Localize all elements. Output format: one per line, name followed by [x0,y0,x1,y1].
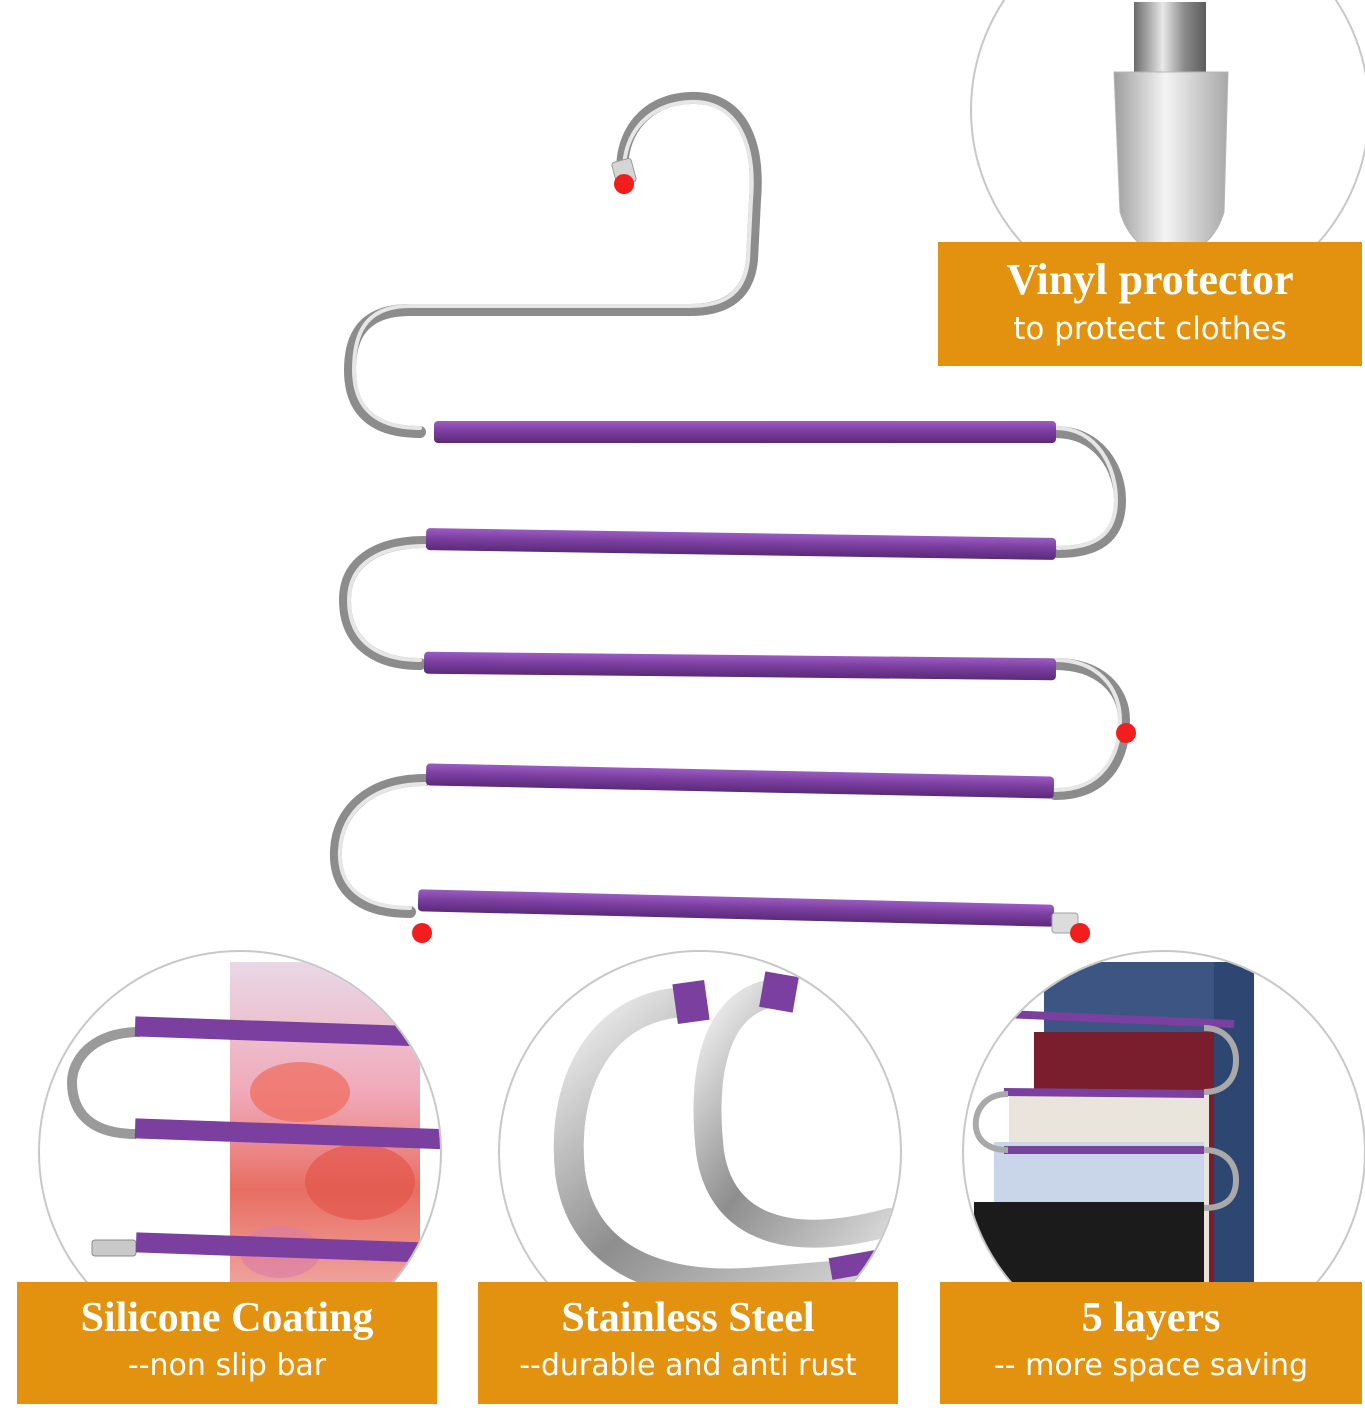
silicone-coating-title: Silicone Coating [80,1295,374,1341]
stainless-steel-banner: Stainless Steel --durable and anti rust [478,1282,898,1404]
vinyl-protector-banner: Vinyl protector to protect clothes [938,242,1362,366]
hanger-main-image [329,91,1136,943]
stainless-steel-title: Stainless Steel [561,1295,815,1341]
silicone-coating-banner: Silicone Coating --non slip bar [17,1282,437,1404]
vinyl-protector-title: Vinyl protector [1006,255,1294,304]
five-layers-title: 5 layers [1081,1295,1221,1341]
five-layers-subtitle: -- more space saving [993,1348,1309,1383]
stainless-steel-bends-closeup-image [553,971,900,1299]
silicone-coated-bars-with-scarf-image [66,962,440,1342]
silicone-coating-subtitle: --non slip bar [127,1348,327,1383]
stainless-steel-subtitle: --durable and anti rust [519,1348,857,1383]
vinyl-protector-subtitle: to protect clothes [1013,311,1287,347]
five-layers-banner: 5 layers -- more space saving [940,1282,1362,1404]
vinyl-tip-closeup-image [1113,2,1229,257]
